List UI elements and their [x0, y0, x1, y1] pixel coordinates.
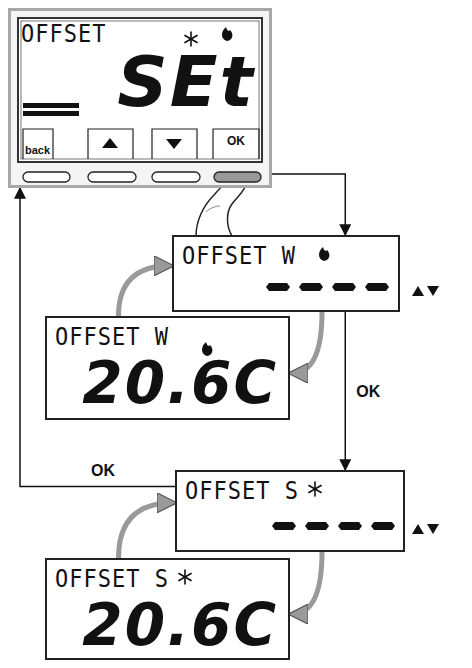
lcd-value: 20.6C — [82, 596, 278, 654]
display-screen: OFFSET S 20.6C — [45, 558, 290, 660]
lcd-value: 20.6C — [82, 354, 278, 412]
display-screen: OFFSET W — [172, 235, 400, 312]
flow-arrow — [345, 312, 347, 470]
curved-arrow — [119, 266, 171, 316]
button-label: back — [25, 145, 50, 156]
thermostat-display: OFFSET SEt back OK — [8, 8, 272, 188]
display-screen: OFFSET W 20.6C — [45, 316, 290, 420]
flow-arrow — [20, 188, 175, 486]
lcd-label: OFFSET S — [185, 478, 299, 503]
edge-label: OK — [353, 383, 383, 401]
lcd-label: OFFSET — [21, 21, 106, 46]
button-label: OK — [227, 135, 245, 147]
up-down-symbol — [412, 286, 439, 534]
edge-label: OK — [88, 462, 118, 480]
lcd-label: OFFSET W — [182, 243, 296, 268]
finger-joint — [206, 206, 220, 212]
lcd-label: OFFSET S — [55, 566, 169, 591]
curved-arrow — [292, 312, 322, 373]
flow-arrow — [272, 174, 345, 235]
lcd-label: OFFSET W — [55, 324, 169, 349]
curved-arrow — [292, 552, 322, 614]
curved-arrow — [119, 503, 174, 558]
display-screen: OFFSET S — [175, 470, 405, 552]
lcd-value: SEt — [117, 47, 255, 117]
